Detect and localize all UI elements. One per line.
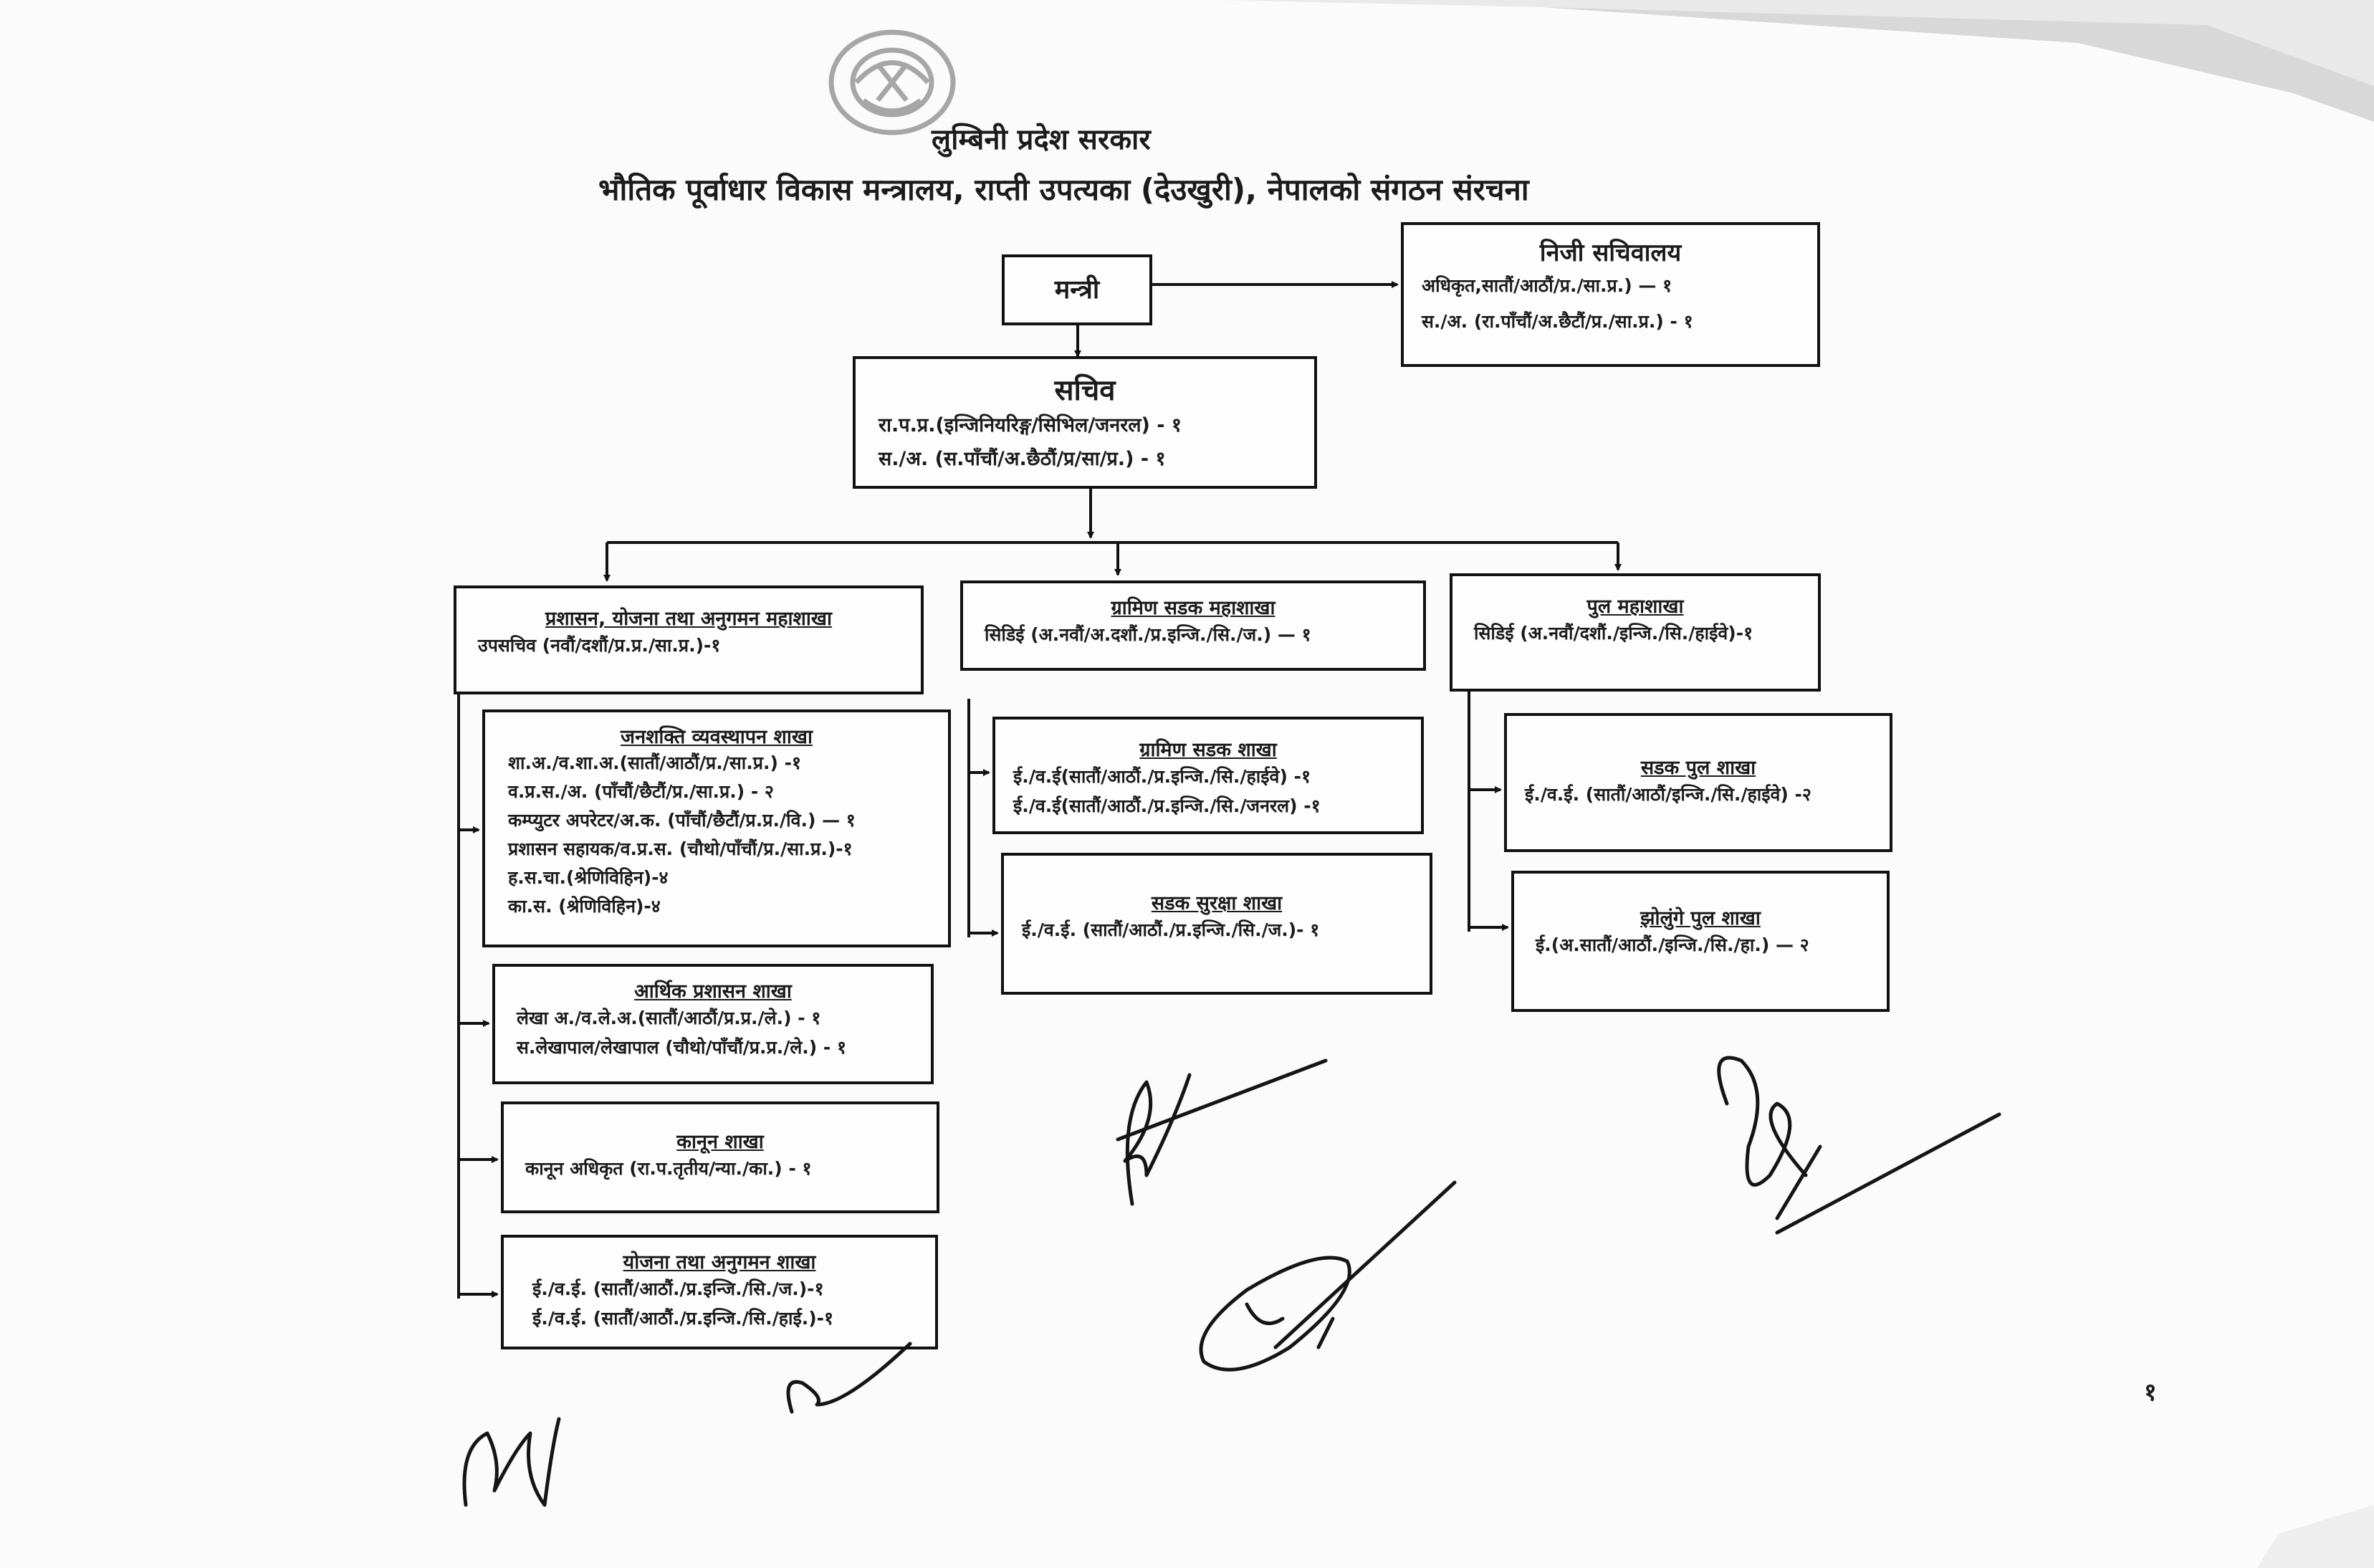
signature-2 [1199,1180,1457,1372]
section-line: कानून अधिकृत (रा.प.तृतीय/न्या./का.) - १ [525,1158,812,1179]
section-title: ग्रामिण सडक शाखा [1139,739,1277,761]
division-title: पुल महाशाखा [1586,596,1684,618]
section-line: स.लेखापाल/लेखापाल (चौथो/पाँचौं/प्र.प्र./… [517,1037,846,1058]
section-title: जनशक्ति व्यवस्थापन शाखा [621,726,813,748]
secretary-title: सचिव [1054,374,1116,407]
section-rural-road: ग्रामिण सडक शाखा ई./व.ई(सातौं/आठौं./प्र.… [992,717,1424,834]
division-rural-road: ग्रामिण सडक महाशाखा सिडिई (अ.नवौं/अ.दशौं… [960,580,1426,671]
section-line: ई./व.ई(सातौं/आठौं./प्र.इन्जि./सि./जनरल) … [1013,795,1321,816]
section-line: ई./व.ई. (सातौं/आठौं./प्र.इन्जि./सि./ज.)-… [532,1278,824,1299]
section-line: ई./व.ई(सातौं/आठौं./प्र.इन्जि./सि./हाईवे)… [1013,766,1311,787]
page-title: लुम्बिनी प्रदेश सरकार [932,123,1151,156]
division-line: सिडिई (अ.नवौं/अ.दशौं./प्र.इन्जि./सि./ज.)… [985,624,1311,645]
section-line: शा.अ./व.शा.अ.(सातौं/आठौं/प्र./सा.प्र.) -… [508,752,801,773]
page-number: १ [2144,1378,2157,1407]
division-line: उपसचिव (नवौं/दशौं/प्र.प्र./सा.प्र.)-१ [478,635,721,656]
section-line: का.स. (श्रेणिविहिन)-४ [508,896,661,917]
page-subtitle: भौतिक पूर्वाधार विकास मन्त्रालय, राप्ती … [598,172,1529,207]
signature-4 [462,1417,561,1507]
section-law: कानून शाखा कानून अधिकृत (रा.प.तृतीय/न्या… [501,1101,939,1213]
section-suspension-bridge: झोलुंगे पुल शाखा ई.(अ.सातौं/आठौं./इन्जि.… [1511,871,1890,1012]
section-line: ह.स.चा.(श्रेणिविहिन)-४ [508,867,669,888]
private-secretariat-line: स./अ. (रा.पाँचौं/अ.छैटौं/प्र./सा.प्र.) -… [1422,311,1693,332]
section-title: सडक सुरक्षा शाखा [1151,892,1283,914]
section-line: ई.(अ.सातौं/आठौं./इन्जि./सि./हा.) — २ [1536,934,1809,955]
section-manpower-management: जनशक्ति व्यवस्थापन शाखा शा.अ./व.शा.अ.(सा… [482,709,951,947]
private-secretariat-title: निजी सचिवालय [1539,239,1682,267]
signature-3 [1717,1056,2001,1235]
division-title: ग्रामिण सडक महाशाखा [1111,597,1275,619]
minister-label: मन्त्री [1054,275,1100,305]
section-road-bridge: सडक पुल शाखा ई./व.ई. (सातौं/आठौं/इन्जि./… [1504,713,1892,852]
section-line: ई./व.ई. (सातौं/आठौं./प्र.इन्जि./सि./ज.)-… [1022,919,1320,940]
secretary-line: रा.प.प्र.(इन्जिनियरिङ्ग/सिभिल/जनरल) - १ [879,414,1182,436]
secretary-line: स./अ. (स.पाँचौं/अ.छैठौं/प्र/सा/प्र.) - १ [879,448,1166,470]
official-seal [828,29,956,135]
section-title: सडक पुल शाखा [1640,757,1756,779]
private-secretariat-line: अधिकृत,सातौं/आठौं/प्र./सा.प्र.) — १ [1422,275,1672,296]
section-planning-monitoring: योजना तथा अनुगमन शाखा ई./व.ई. (सातौं/आठौ… [501,1235,938,1349]
section-title: आर्थिक प्रशासन शाखा [634,980,792,1003]
secretary-box: सचिव रा.प.प्र.(इन्जिनियरिङ्ग/सिभिल/जनरल)… [853,356,1317,489]
section-title: कानून शाखा [676,1131,764,1153]
section-line: ई./व.ई. (सातौं/आठौं/इन्जि./सि./हाईवे) -२ [1525,784,1811,805]
section-financial-administration: आर्थिक प्रशासन शाखा लेखा अ./व.ले.अ.(सातौ… [492,964,934,1084]
section-line: कम्प्युटर अपरेटर/अ.क. (पाँचौं/छैटौं/प्र.… [508,810,856,831]
section-line: प्रशासन सहायक/व.प्र.स. (चौथो/पाँचौं/प्र.… [508,838,853,859]
division-bridge: पुल महाशाखा सिडिई (अ.नवौं/दशौं./इन्जि./स… [1450,573,1821,692]
private-secretariat-box: निजी सचिवालय अधिकृत,सातौं/आठौं/प्र./सा.प… [1401,222,1820,367]
section-line: लेखा अ./व.ले.अ.(सातौं/आठौं/प्र.प्र./ले.)… [517,1008,821,1028]
minister-box: मन्त्री [1002,254,1152,325]
section-title: योजना तथा अनुगमन शाखा [623,1251,816,1273]
division-admin-planning-monitoring: प्रशासन, योजना तथा अनुगमन महाशाखा उपसचिव… [454,585,924,694]
signature-5 [786,1342,912,1414]
section-road-safety: सडक सुरक्षा शाखा ई./व.ई. (सातौं/आठौं./प्… [1001,853,1432,995]
section-line: व.प्र.स./अ. (पाँचौं/छैटौं/प्र./सा.प्र.) … [508,781,774,802]
division-line: सिडिई (अ.नवौं/दशौं./इन्जि./सि./हाईवे)-१ [1474,623,1753,644]
division-title: प्रशासन, योजना तथा अनुगमन महाशाखा [545,608,832,630]
section-title: झोलुंगे पुल शाखा [1640,907,1761,929]
signature-1 [1116,1058,1328,1206]
section-line: ई./व.ई. (सातौं/आठौं./प्र.इन्जि./सि./हाई.… [532,1308,834,1329]
